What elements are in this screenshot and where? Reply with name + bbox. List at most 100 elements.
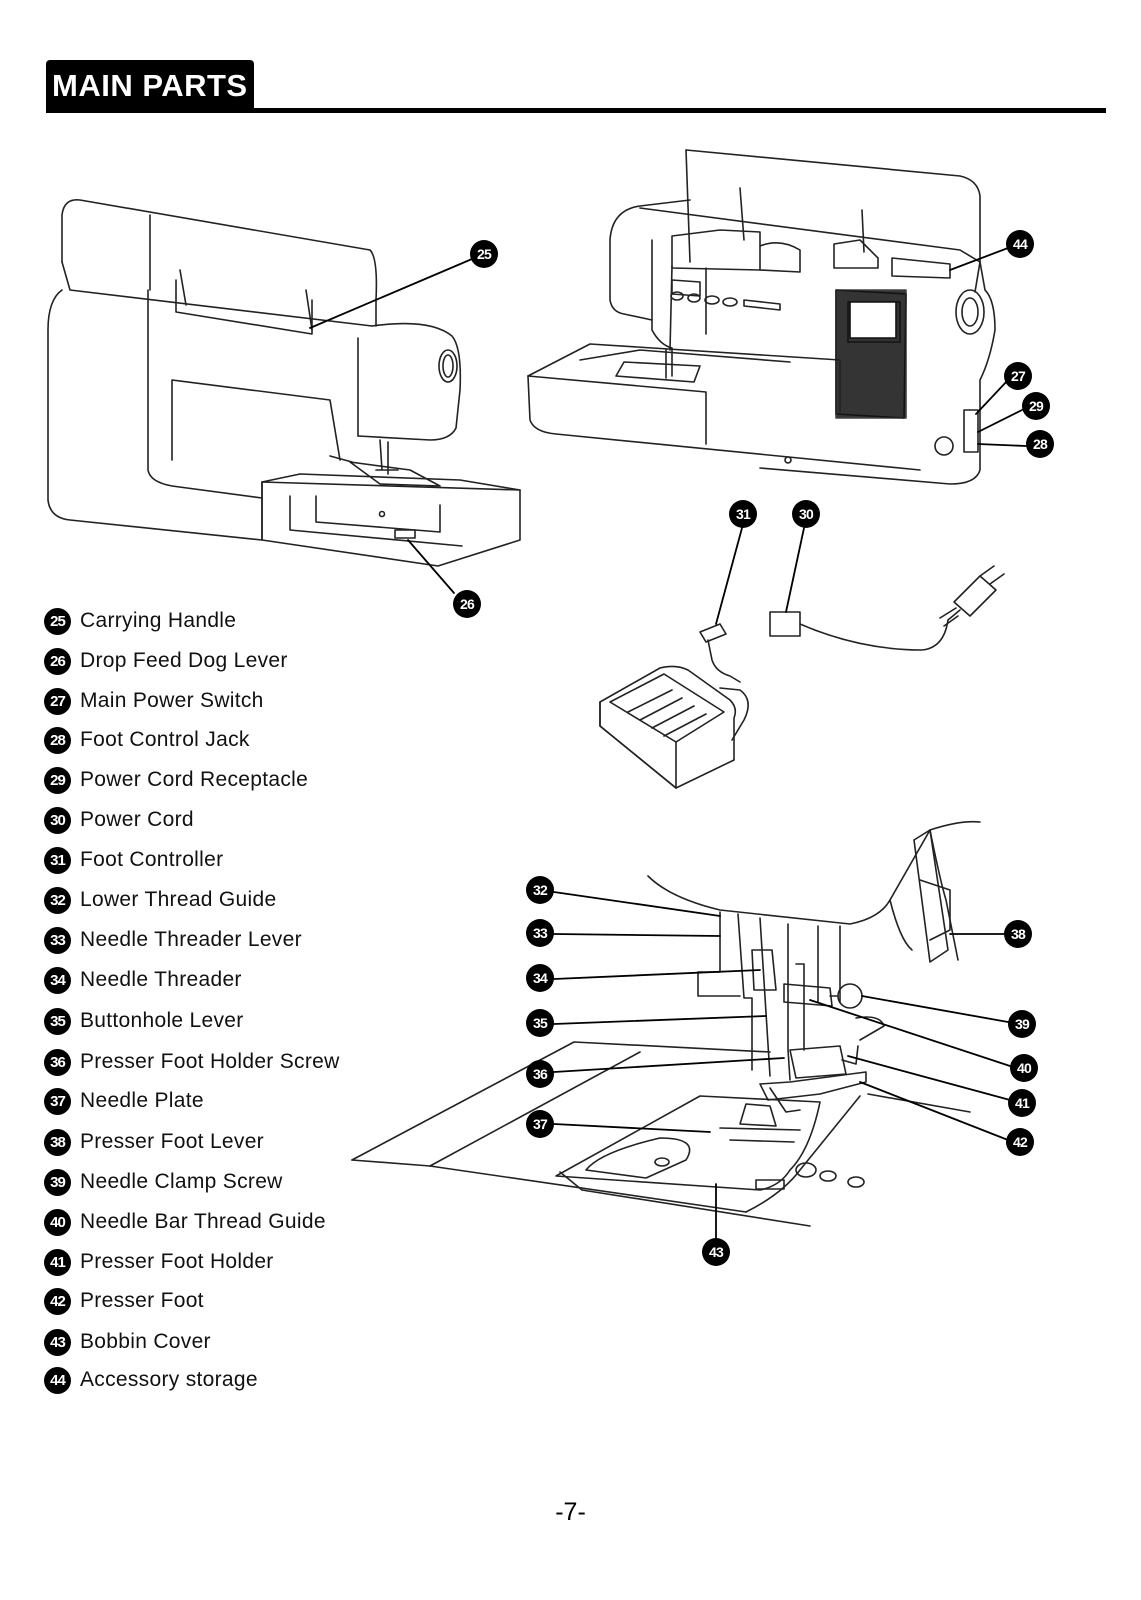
callout-31: 31	[729, 500, 757, 528]
needle-area-closeup	[351, 820, 981, 1227]
part-number: 39	[44, 1168, 71, 1196]
callout-34: 34	[526, 964, 554, 992]
callout-32: 32	[526, 876, 554, 904]
part-label: Lower Thread Guide	[80, 888, 277, 911]
part-number: 40	[44, 1208, 71, 1236]
list-item: 43 Bobbin Cover	[44, 1327, 211, 1357]
leader-lines	[309, 247, 1027, 1239]
part-label: Presser Foot Holder Screw	[80, 1050, 340, 1073]
callout-27: 27	[1004, 362, 1032, 390]
part-label: Needle Bar Thread Guide	[80, 1210, 326, 1233]
part-number: 27	[44, 687, 71, 715]
svg-text:32: 32	[533, 882, 548, 898]
machine-front-view	[527, 149, 996, 485]
callout-41: 41	[1008, 1089, 1036, 1117]
list-item: 33 Needle Threader Lever	[44, 925, 302, 955]
callout-35: 35	[526, 1009, 554, 1037]
list-item: 34 Needle Threader	[44, 965, 242, 995]
svg-text:42: 42	[1013, 1134, 1028, 1150]
svg-text:37: 37	[533, 1116, 548, 1132]
svg-text:30: 30	[799, 506, 814, 522]
part-label: Needle Threader	[80, 968, 242, 991]
svg-text:44: 44	[1013, 236, 1028, 252]
part-number: 44	[44, 1366, 71, 1394]
part-label: Power Cord	[80, 808, 194, 831]
callout-26: 26	[453, 590, 481, 618]
svg-text:27: 27	[1011, 368, 1026, 384]
part-label: Presser Foot	[80, 1289, 204, 1312]
list-item: 38 Presser Foot Lever	[44, 1127, 264, 1157]
part-label: Presser Foot Lever	[80, 1130, 264, 1153]
callout-33: 33	[526, 919, 554, 947]
list-item: 35 Buttonhole Lever	[44, 1006, 244, 1036]
svg-text:43: 43	[709, 1244, 724, 1260]
svg-text:38: 38	[1011, 926, 1026, 942]
machine-rear-view	[47, 198, 521, 567]
section-header: MAIN PARTS	[46, 60, 1106, 114]
svg-text:31: 31	[736, 506, 751, 522]
part-number: 42	[44, 1287, 71, 1315]
svg-text:40: 40	[1017, 1060, 1032, 1076]
part-number: 34	[44, 966, 71, 994]
svg-text:36: 36	[533, 1066, 548, 1082]
callout-25: 25	[470, 240, 498, 268]
callout-42: 42	[1006, 1128, 1034, 1156]
callout-29: 29	[1022, 392, 1050, 420]
svg-text:33: 33	[533, 925, 548, 941]
callout-36: 36	[526, 1060, 554, 1088]
part-label: Drop Feed Dog Lever	[80, 649, 288, 672]
part-label: Buttonhole Lever	[80, 1009, 244, 1032]
part-number: 38	[44, 1128, 71, 1156]
callout-40: 40	[1010, 1054, 1038, 1082]
list-item: 27 Main Power Switch	[44, 686, 264, 716]
part-number: 28	[44, 726, 71, 754]
part-number: 43	[44, 1328, 71, 1356]
list-item: 30 Power Cord	[44, 805, 194, 835]
header-rule	[46, 108, 1106, 113]
callout-badges: 25 26 27 28 29 30 31 32 33 34 35 36 37 3…	[453, 230, 1054, 1266]
part-number: 37	[44, 1087, 71, 1115]
part-label: Bobbin Cover	[80, 1330, 211, 1353]
callout-37: 37	[526, 1110, 554, 1138]
part-label: Needle Threader Lever	[80, 928, 302, 951]
part-label: Power Cord Receptacle	[80, 768, 309, 791]
list-item: 29 Power Cord Receptacle	[44, 765, 308, 795]
svg-text:28: 28	[1033, 436, 1048, 452]
part-label: Foot Controller	[80, 848, 224, 871]
part-label: Accessory storage	[80, 1368, 258, 1391]
part-number: 33	[44, 926, 71, 954]
list-item: 44 Accessory storage	[44, 1365, 258, 1395]
list-item: 28 Foot Control Jack	[44, 725, 250, 755]
list-item: 40 Needle Bar Thread Guide	[44, 1207, 326, 1237]
part-label: Needle Clamp Screw	[80, 1170, 283, 1193]
callout-30: 30	[792, 500, 820, 528]
svg-text:35: 35	[533, 1015, 548, 1031]
callout-44: 44	[1006, 230, 1034, 258]
list-item: 39 Needle Clamp Screw	[44, 1167, 283, 1197]
part-number: 35	[44, 1007, 71, 1035]
svg-text:41: 41	[1015, 1095, 1030, 1111]
part-number: 29	[44, 766, 71, 794]
callout-28: 28	[1026, 430, 1054, 458]
section-title: MAIN PARTS	[46, 60, 254, 110]
svg-text:34: 34	[533, 970, 548, 986]
list-item: 37 Needle Plate	[44, 1086, 204, 1116]
svg-text:39: 39	[1015, 1016, 1030, 1032]
part-number: 41	[44, 1248, 71, 1276]
part-label: Needle Plate	[80, 1089, 204, 1112]
page-number: -7-	[555, 1498, 586, 1526]
part-label: Foot Control Jack	[80, 728, 250, 751]
foot-controller-and-cord	[599, 565, 1005, 789]
part-number: 30	[44, 806, 71, 834]
part-label: Main Power Switch	[80, 689, 264, 712]
part-label: Carrying Handle	[80, 609, 237, 632]
list-item: 42 Presser Foot	[44, 1286, 204, 1316]
callout-38: 38	[1004, 920, 1032, 948]
